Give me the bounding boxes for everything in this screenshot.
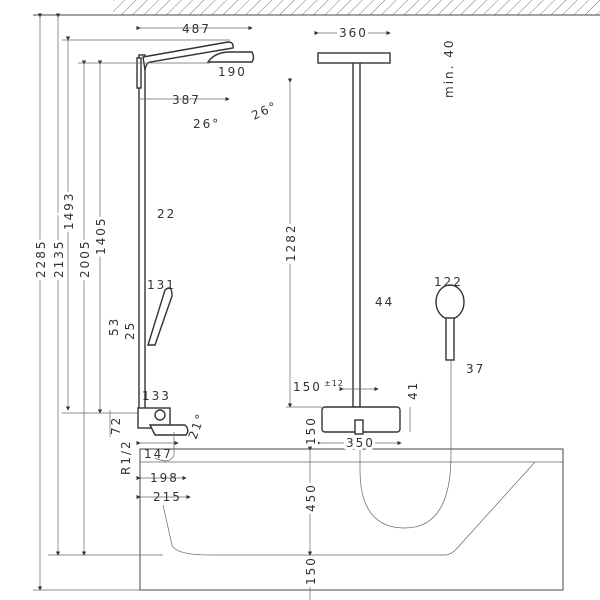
min-40-clearance: min. 40	[442, 38, 456, 98]
dim-angle-left: 26°	[193, 117, 220, 131]
right-shower-column	[317, 52, 465, 529]
dim-487: 487	[182, 22, 211, 36]
left-shower-column	[136, 41, 255, 462]
dim-2135: 2135	[52, 239, 66, 278]
ceiling	[33, 0, 600, 16]
dim-53: 53	[107, 317, 121, 336]
dim-150-spacing: 150	[293, 380, 322, 394]
dim-angle-right: 26°	[249, 99, 280, 123]
dim-215: 215	[153, 490, 182, 504]
dim-133: 133	[142, 389, 171, 403]
dim-131: 131	[147, 278, 176, 292]
dim-150-floor: 150	[304, 556, 318, 585]
dim-147: 147	[144, 447, 173, 461]
dim-44: 44	[375, 295, 394, 309]
hand-shower-head	[435, 284, 465, 320]
connection-r12: R1/2	[119, 439, 133, 475]
dim-387: 387	[172, 93, 201, 107]
bathtub	[33, 448, 564, 591]
dim-72: 72	[109, 416, 123, 435]
dim-350: 350	[346, 436, 375, 450]
overhead-shower-head	[317, 52, 391, 64]
dim-360: 360	[339, 26, 368, 40]
dim-25: 25	[123, 321, 137, 340]
left-view-labels: 487 190 387 26° 26° 22 131 53 25 133 72 …	[31, 22, 280, 504]
dim-122: 122	[434, 275, 463, 289]
dim-21-degrees: 21°	[186, 411, 208, 441]
dim-37: 37	[466, 362, 485, 376]
shower-hose	[359, 360, 452, 529]
dim-190: 190	[218, 65, 247, 79]
dim-2005: 2005	[78, 239, 92, 278]
dim-450: 450	[304, 483, 318, 512]
dim-22: 22	[157, 207, 176, 221]
dim-150-thermostat: 150	[304, 416, 318, 445]
dim-2285: 2285	[34, 239, 48, 278]
overhead-shower-head	[206, 51, 255, 63]
dim-tolerance: ±12	[324, 379, 344, 388]
dim-41: 41	[406, 381, 420, 400]
right-view-labels: 360 min. 40 1282 44 122 37 150 ±12 41 15…	[281, 23, 485, 588]
dimension-lines	[37, 13, 411, 600]
spout	[148, 424, 189, 436]
dim-1493: 1493	[62, 191, 76, 230]
hand-shower	[147, 287, 173, 346]
dim-1282: 1282	[284, 223, 298, 262]
dim-1405: 1405	[94, 216, 108, 255]
dim-198: 198	[150, 471, 179, 485]
